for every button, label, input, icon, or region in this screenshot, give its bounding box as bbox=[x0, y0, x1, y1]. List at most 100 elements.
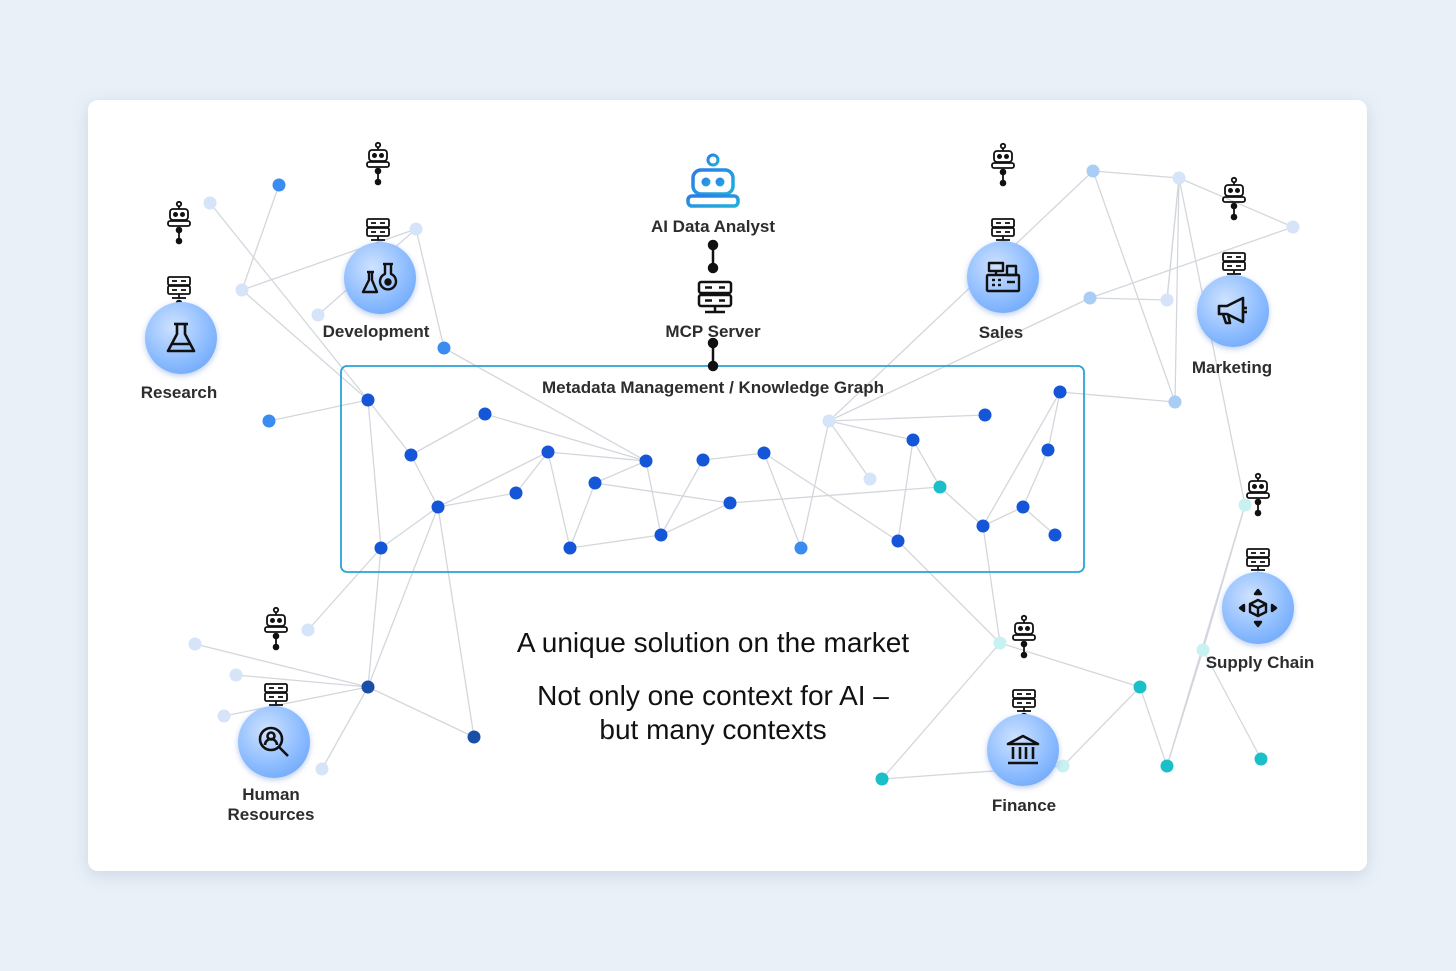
graph-edge bbox=[828, 414, 986, 422]
agent-server-stack bbox=[167, 200, 191, 317]
faded-node bbox=[409, 222, 423, 236]
graph-edge bbox=[1092, 170, 1180, 179]
faded-node bbox=[311, 308, 325, 322]
graph-edge bbox=[367, 547, 382, 688]
research-bubble[interactable] bbox=[145, 302, 217, 374]
graph-edge bbox=[194, 643, 369, 688]
marketing-label: Marketing bbox=[1191, 358, 1273, 377]
graph-edge bbox=[1022, 506, 1056, 536]
person-search-icon bbox=[258, 726, 289, 757]
marketing-bubble[interactable] bbox=[1197, 275, 1269, 347]
graph-edge bbox=[367, 686, 475, 738]
graph-edge bbox=[307, 547, 382, 631]
development-bubble[interactable] bbox=[344, 242, 416, 314]
teal-node bbox=[933, 480, 947, 494]
graph-node bbox=[563, 541, 577, 555]
graph-edge bbox=[515, 451, 549, 494]
graph-node bbox=[978, 408, 992, 422]
faded-node bbox=[1056, 759, 1070, 773]
graph-node bbox=[757, 446, 771, 460]
graph-node bbox=[431, 500, 445, 514]
mini-robot-icon bbox=[167, 200, 191, 227]
mini-server-icon bbox=[167, 276, 191, 299]
graph-edge bbox=[1166, 177, 1180, 301]
supply-chain-bubble[interactable] bbox=[1222, 572, 1294, 644]
faded-node bbox=[993, 636, 1007, 650]
graph-edge bbox=[897, 540, 1001, 644]
finance-bubble[interactable] bbox=[987, 714, 1059, 786]
mini-robot-icon bbox=[1222, 176, 1246, 203]
graph-edge bbox=[660, 502, 731, 536]
outer-node bbox=[262, 414, 276, 428]
sales-bubble[interactable] bbox=[967, 241, 1039, 313]
graph-edge bbox=[1059, 391, 1176, 403]
faded-node bbox=[1238, 498, 1252, 512]
graph-edge bbox=[547, 451, 647, 462]
mini-server-icon bbox=[366, 218, 390, 241]
megaphone-icon bbox=[1217, 296, 1247, 325]
graph-node bbox=[891, 534, 905, 548]
mini-server-icon bbox=[264, 683, 288, 706]
graph-edge bbox=[437, 451, 549, 508]
faded-node bbox=[822, 414, 836, 428]
mcp-server-icon bbox=[697, 280, 733, 314]
faded-node bbox=[1168, 395, 1182, 409]
graph-node bbox=[1048, 528, 1062, 542]
faded-node bbox=[1160, 293, 1174, 307]
graph-edge bbox=[939, 486, 984, 527]
faded-node bbox=[217, 709, 231, 723]
graph-edge bbox=[268, 399, 369, 422]
graph-edge bbox=[594, 482, 731, 504]
graph-edge bbox=[828, 420, 914, 441]
graph-edge bbox=[367, 399, 412, 456]
outer-node bbox=[361, 680, 375, 694]
graph-edge bbox=[484, 413, 647, 462]
graph-node bbox=[1041, 443, 1055, 457]
bank-icon bbox=[1006, 734, 1040, 765]
graph-edge bbox=[594, 460, 647, 484]
mini-robot-icon bbox=[366, 141, 390, 168]
supply-chain-label: Supply Chain bbox=[1205, 653, 1315, 672]
outer-node bbox=[272, 178, 286, 192]
graph-edge bbox=[645, 460, 662, 536]
graph-edge bbox=[982, 391, 1061, 527]
graph-edge bbox=[235, 674, 369, 688]
graph-node bbox=[588, 476, 602, 490]
human-resources-label-line1: Human bbox=[242, 785, 300, 804]
outer-node bbox=[467, 730, 481, 744]
graph-edge bbox=[1174, 177, 1180, 403]
ai-analyst-robot-icon bbox=[686, 153, 740, 208]
graph-edge bbox=[763, 452, 899, 542]
research-label: Research bbox=[140, 383, 218, 402]
graph-edge bbox=[241, 228, 417, 291]
human-resources-bubble[interactable] bbox=[238, 706, 310, 778]
faded-node bbox=[1286, 220, 1300, 234]
graph-node bbox=[976, 519, 990, 533]
graph-edge bbox=[437, 492, 517, 508]
box-arrows-icon bbox=[1238, 588, 1278, 628]
graph-edge bbox=[1022, 449, 1049, 508]
agent-server-stack bbox=[1012, 614, 1036, 730]
graph-edge bbox=[1139, 686, 1168, 767]
faded-node bbox=[229, 668, 243, 682]
graph-edge bbox=[729, 486, 941, 504]
graph-edge bbox=[410, 454, 439, 508]
graph-edge bbox=[897, 439, 914, 542]
agent-server-stack bbox=[1246, 472, 1270, 589]
graph-edge bbox=[380, 506, 439, 549]
cash-register-icon bbox=[985, 261, 1021, 293]
graph-edge bbox=[241, 184, 280, 291]
faded-node bbox=[315, 762, 329, 776]
subheadline-line2: but many contexts bbox=[599, 714, 827, 745]
faded-node bbox=[235, 283, 249, 297]
graph-edge bbox=[1047, 391, 1061, 451]
graph-edge bbox=[800, 420, 830, 549]
graph-edge bbox=[241, 289, 369, 401]
finance-label: Finance bbox=[991, 796, 1057, 815]
faded-node bbox=[301, 623, 315, 637]
teal-node bbox=[875, 772, 889, 786]
graph-edge bbox=[828, 420, 871, 480]
teal-node bbox=[1160, 759, 1174, 773]
teal-node bbox=[1254, 752, 1268, 766]
mini-server-icon bbox=[991, 218, 1015, 241]
